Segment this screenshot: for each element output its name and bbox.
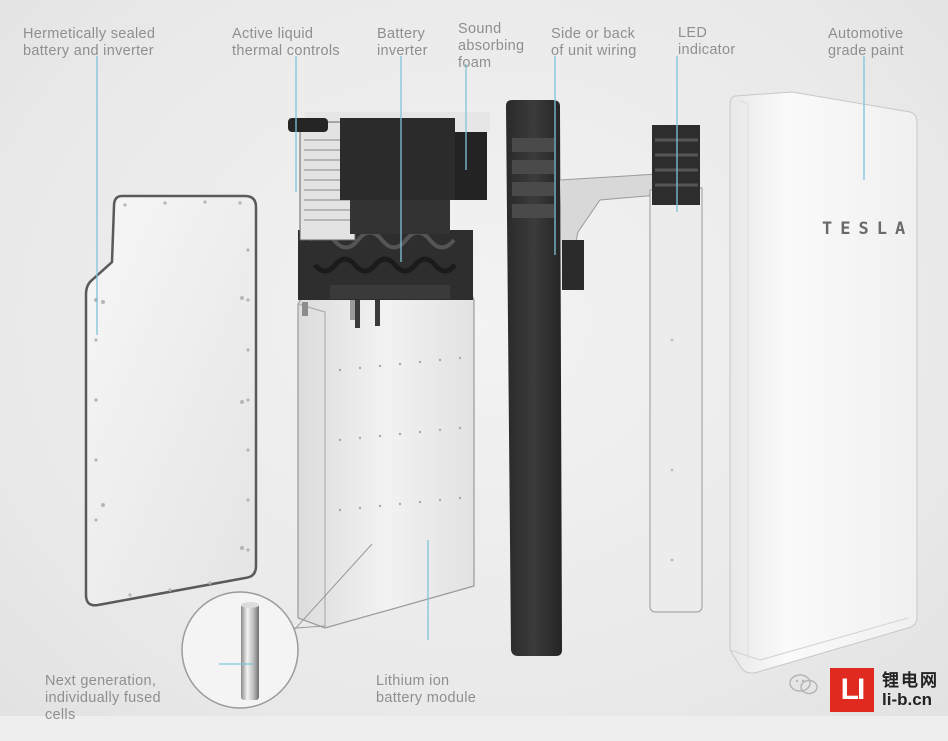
leader-lines [96,56,865,665]
watermark-site-name: 锂电网 [882,671,939,691]
sealed-panel [84,194,258,607]
led-strip [649,125,703,613]
diagram-artwork [84,56,918,709]
watermark-logo: LI [830,668,874,712]
inverter-assembly [288,112,490,328]
watermark-url: li-b.cn [882,690,933,709]
side-rail [506,100,693,656]
cell-callout [181,543,373,709]
front-cover [729,91,918,674]
wechat-icon [789,674,818,695]
battery-module [297,289,475,629]
watermark: LI 锂电网 li-b.cn [830,664,948,716]
tesla-brand-text: TESLA [822,219,914,239]
